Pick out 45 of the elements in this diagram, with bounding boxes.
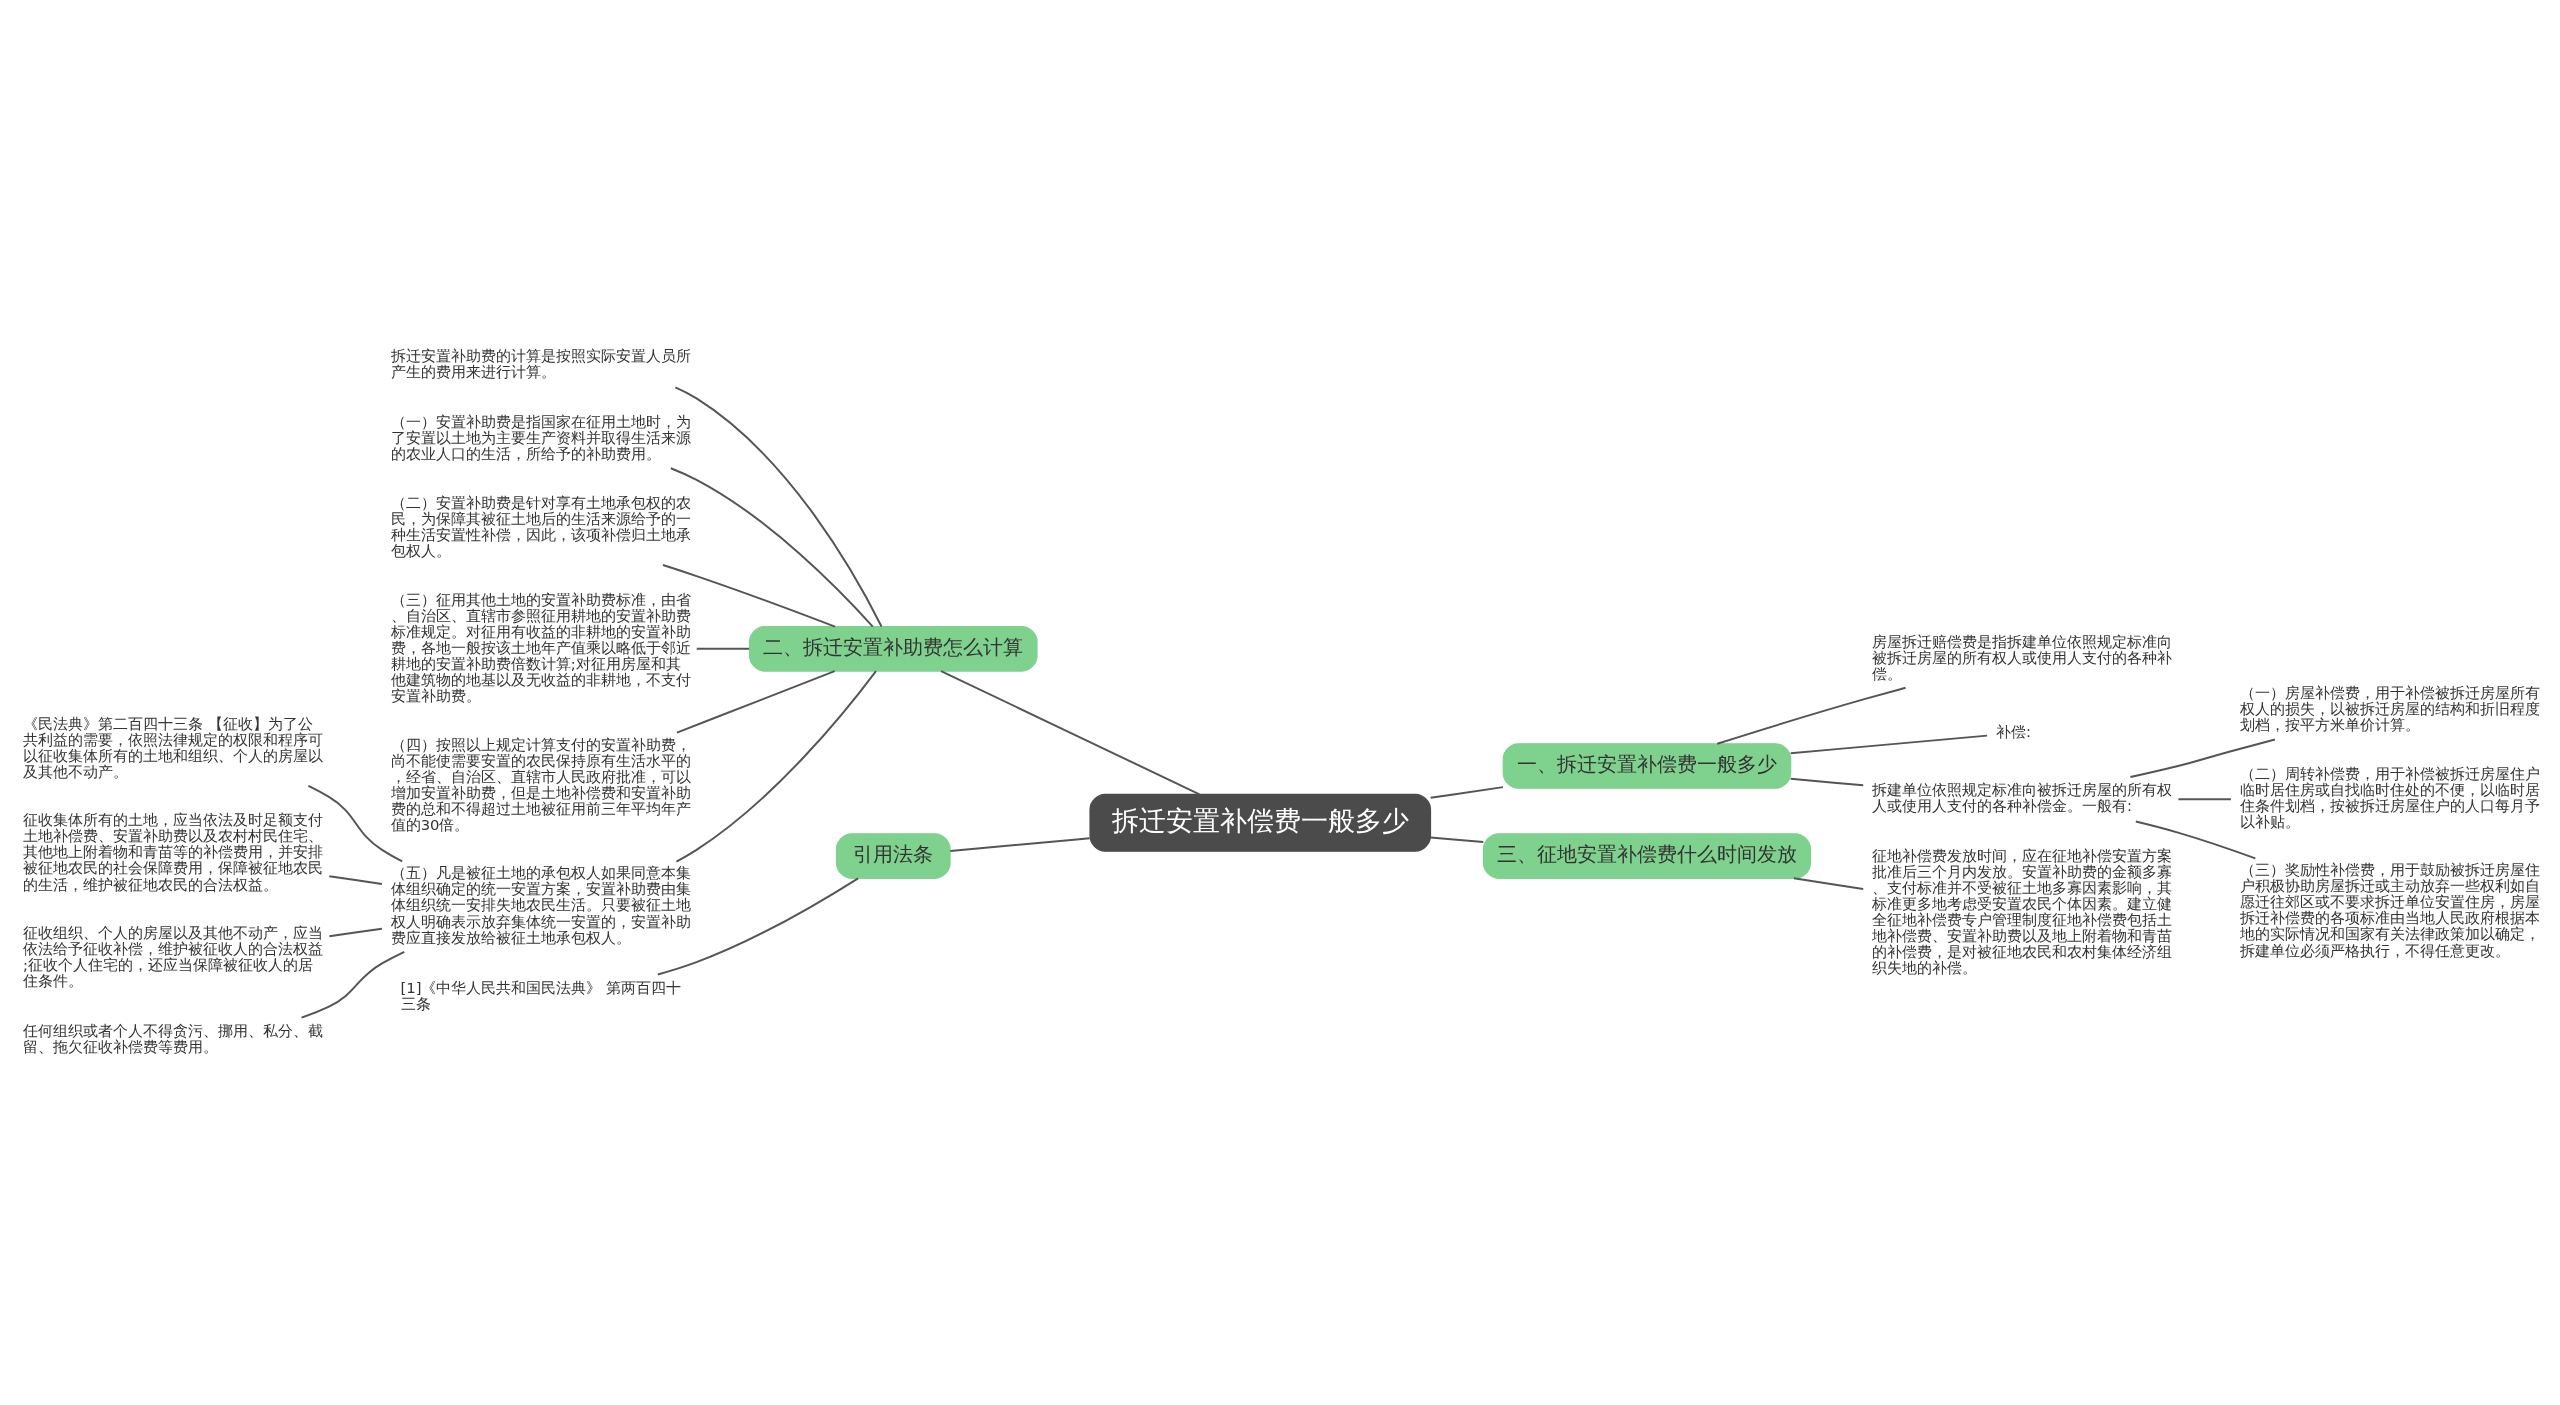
connector	[695, 647, 751, 650]
connector	[300, 950, 406, 1019]
connector	[1792, 877, 1865, 890]
node-text: 征地补偿费发放时间，应在征地补偿安置方案批准后三个月内发放。安置补助费的金额多寡、支付标准并不受被征土地多寡因素影响，其标准更多地考虑受安置农民个体因素。建立健全征地补偿费专户管理制度征地补偿费包括土地补偿费、安置补助费以及地上附着物和青苗的补偿费，是对被征地农民和农村集体经济组织失地的补偿。	[1872, 846, 2173, 976]
node-text: 拆建单位依照规定标准向被拆迁房屋的所有权人或使用人支付的各种补偿金。一般有:	[1872, 781, 2173, 815]
node-text: 拆迁安置补助费的计算是按照实际安置人员所产生的费用来进行计算。	[390, 346, 691, 380]
connector	[1789, 777, 1865, 787]
node-box: 引用法条	[835, 833, 951, 879]
node-text: （一）房屋补偿费，用于补偿被拆迁房屋所有权人的损失，以被拆迁房屋的结构和折旧程度划档，按平方米单价计算。	[2239, 684, 2540, 734]
connector	[656, 877, 860, 976]
node-box: 二、拆迁安置补助费怎么计算	[748, 626, 1038, 672]
node-text: （四）按照以上规定计算支付的安置补助费，尚不能使需要安置的农民保持原有生活水平的，经省、自治区、直辖市人民政府批准，可以增加安置补助费，但是土地补偿费和安置补助费的总和不得超过土地被征用前三年平均年产值的30倍。	[390, 735, 691, 833]
node-text: （三）奖励性补偿费，用于鼓励被拆迁房屋住户积极协助房屋拆迁或主动放弃一些权利如自愿迁往郊区或不要求拆迁单位安置住房，房屋拆迁补偿费的各项标准由当地人民政府根据本地的实际情况和国家有关法律政策加以确定，拆建单位必须严格执行，不得任意更改。	[2239, 861, 2540, 959]
connector	[662, 564, 837, 628]
node-text: 任何组织或者个人不得贪污、挪用、私分、截留、拖欠征收补偿费等费用。	[23, 1021, 324, 1055]
node-box: 三、征地安置补偿费什么时间发放	[1482, 833, 1812, 879]
node-text: 《民法典》第二百四十三条 【征收】为了公共利益的需要，依照法律规定的权限和程序可以征收集体所有的土地和组织、个人的房屋以及其他不动产。	[23, 714, 324, 780]
connector	[328, 875, 383, 885]
connector	[940, 670, 1201, 796]
node-text: （五）凡是被征土地的承包权人如果同意本集体组织确定的统一安置方案，安置补助费由集体组织统一安排失地农民生活。只要被征土地权人明确表示放弃集体统一安置的，安置补助费应直接发放给被征土地承包权人。	[390, 864, 691, 946]
node-box: 一、拆迁安置补偿费一般多少	[1502, 743, 1792, 789]
node-text: 补偿:	[1996, 722, 2032, 740]
node-text: [1]《中华人民共和国民法典》 第两百四十三条	[400, 978, 682, 1012]
node-text: （二）安置补助费是针对享有土地承包权的农民，为保障其被征土地后的生活来源给予的一种生活安置性补偿，因此，该项补偿归土地承包权人。	[390, 493, 691, 559]
node-text: （二）周转补偿费，用于补偿被拆迁房屋住户临时居住房或自找临时住处的不便，以临时居住条件划档，按被拆迁房屋住户的人口每月予以补贴。	[2239, 765, 2540, 831]
connector	[1716, 686, 1907, 745]
connector	[1789, 734, 1989, 755]
connector	[1429, 836, 1485, 843]
connector	[949, 837, 1091, 852]
connector	[675, 670, 877, 863]
node-box: 拆迁安置补偿费一般多少	[1089, 793, 1432, 852]
node-text: 征收集体所有的土地，应当依法及时足额支付土地补偿费、安置补助费以及农村村民住宅、其他地上附着物和青苗等的补偿费用，并安排被征地农民的社会保障费用，保障被征地农民的生活，维护被征地农民的合法权益。	[23, 811, 324, 893]
connector	[1429, 786, 1504, 799]
connector	[307, 784, 404, 863]
connector	[2177, 798, 2232, 801]
node-text: （三）征用其他土地的安置补助费标准，由省、自治区、直辖市参照征用耕地的安置补助费标准规定。对征用有收益的非耕地的安置补助费，各地一般按该土地年产值乘以略低于邻近耕地的安置补助费倍数计算;对征用房屋和其他建筑物的地基以及无收益的非耕地，不支付安置补助费。	[390, 590, 691, 704]
node-text: （一）安置补助费是指国家在征用土地时，为了安置以土地为主要生产资料并取得生活来源的农业人口的生活，所给予的补助费用。	[390, 412, 691, 463]
connector	[2134, 820, 2257, 860]
connector	[328, 927, 383, 938]
node-text: 征收组织、个人的房屋以及其他不动产，应当依法给予征收补偿，维护被征收人的合法权益;征收个人住宅的，还应当保障被征收人的居住条件。	[23, 924, 324, 990]
connector	[674, 386, 883, 628]
connector	[2129, 738, 2276, 779]
node-text: 房屋拆迁赔偿费是指拆建单位依照规定标准向被拆迁房屋的所有权人或使用人支付的各种补偿。	[1872, 632, 2173, 682]
connector	[669, 467, 874, 628]
connector	[675, 670, 836, 734]
